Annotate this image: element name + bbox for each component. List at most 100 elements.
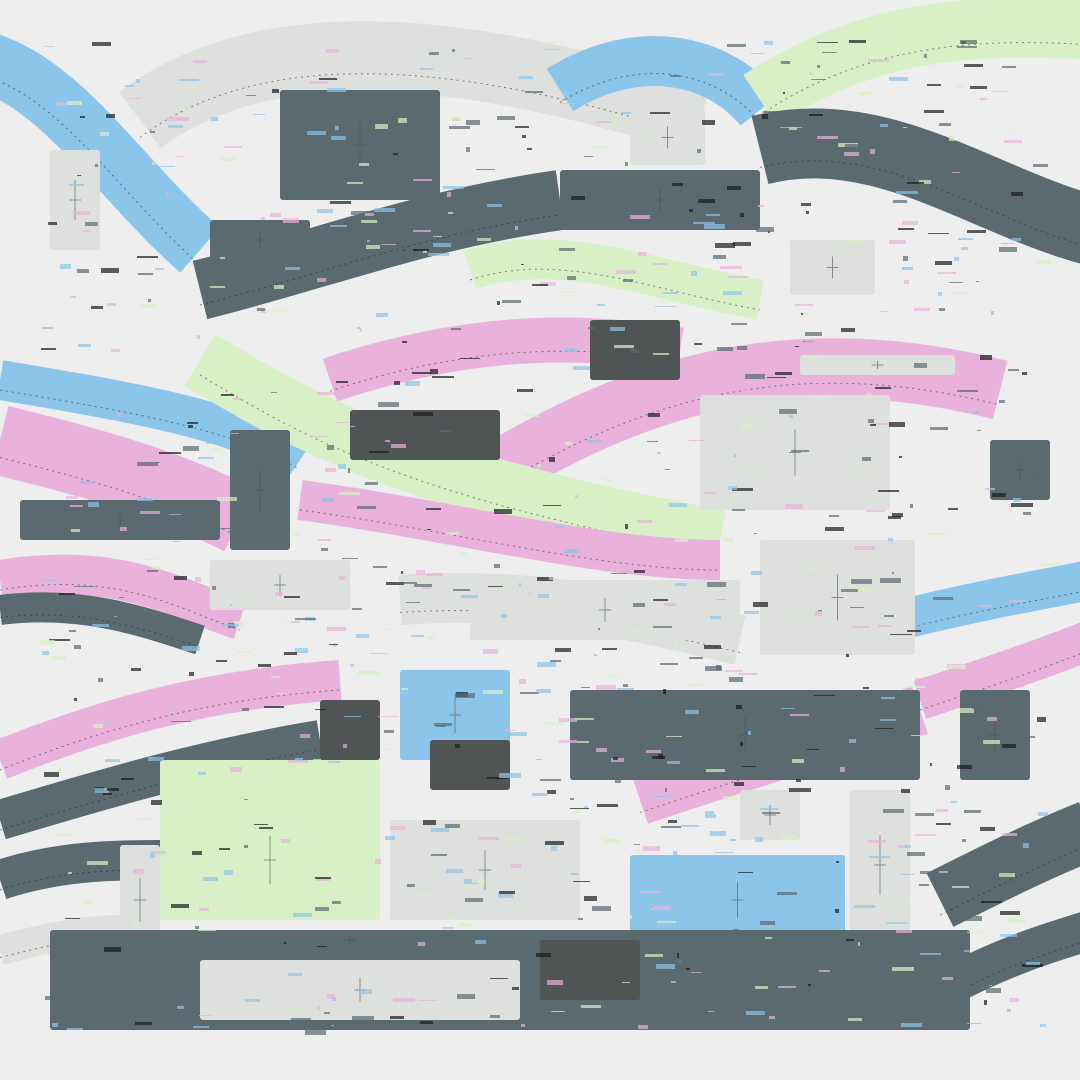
noise-speck <box>760 808 778 810</box>
noise-speck <box>150 131 155 133</box>
noise-speck <box>463 707 480 710</box>
noise-speck <box>898 845 906 848</box>
noise-speck <box>929 533 947 535</box>
noise-speck <box>962 916 982 921</box>
noise-speck <box>428 253 449 256</box>
noise-speck <box>502 300 521 303</box>
noise-speck <box>272 89 279 93</box>
noise-speck <box>647 441 658 442</box>
noise-speck <box>822 52 837 53</box>
noise-speck <box>543 505 561 506</box>
noise-speck <box>385 628 389 630</box>
noise-speck <box>545 722 566 725</box>
noise-speck <box>175 156 185 157</box>
noise-speck <box>748 823 750 824</box>
noise-speck <box>137 498 153 501</box>
noise-speck <box>841 328 855 332</box>
wave-band <box>751 108 1080 264</box>
noise-speck <box>875 728 894 729</box>
noise-speck <box>42 651 49 655</box>
noise-speck <box>747 745 754 750</box>
noise-speck <box>981 901 1002 903</box>
noise-speck <box>652 796 669 797</box>
noise-speck <box>536 953 551 957</box>
noise-speck <box>692 897 712 900</box>
noise-speck <box>777 892 797 895</box>
noise-speck <box>874 423 894 425</box>
noise-speck <box>322 498 334 502</box>
noise-speck <box>811 79 826 80</box>
noise-speck <box>848 1018 862 1021</box>
noise-speck <box>672 183 683 186</box>
noise-speck <box>716 239 718 240</box>
noise-speck <box>283 218 299 223</box>
noise-speck <box>271 392 277 393</box>
noise-speck <box>989 985 992 986</box>
noise-speck <box>430 369 438 374</box>
noise-speck <box>804 341 819 343</box>
noise-speck <box>673 851 677 856</box>
noise-speck <box>536 689 551 693</box>
noise-speck <box>581 687 590 688</box>
noise-speck <box>427 529 431 530</box>
noise-speck <box>809 73 813 75</box>
noise-speck <box>193 1026 209 1028</box>
noise-speck <box>755 837 763 842</box>
noise-speck <box>689 209 693 212</box>
noise-speck <box>845 144 865 147</box>
noise-speck <box>597 304 605 306</box>
noise-speck <box>92 616 99 617</box>
noise-speck <box>987 717 997 721</box>
noise-speck <box>1011 503 1033 507</box>
noise-speck <box>155 268 164 270</box>
noise-speck <box>606 676 622 677</box>
noise-speck <box>170 708 174 709</box>
noise-speck <box>307 131 326 135</box>
noise-speck <box>999 247 1017 252</box>
noise-speck <box>70 505 83 507</box>
noise-speck <box>653 353 669 355</box>
noise-speck <box>386 582 404 585</box>
noise-speck <box>40 952 48 954</box>
noise-speck <box>976 281 979 282</box>
noise-speck <box>729 493 732 494</box>
noise-speck <box>528 593 531 594</box>
noise-speck <box>422 587 431 589</box>
noise-speck <box>472 879 485 883</box>
noise-speck <box>734 454 736 457</box>
noise-speck <box>732 509 745 511</box>
noise-speck <box>69 184 84 186</box>
noise-speck <box>288 760 308 763</box>
noise-speck <box>762 114 768 119</box>
noise-speck <box>166 193 169 196</box>
noise-speck <box>630 349 639 353</box>
noise-speck <box>628 630 644 632</box>
noise-speck <box>52 1023 58 1027</box>
noise-speck <box>710 616 721 619</box>
noise-speck <box>44 46 54 47</box>
noise-speck <box>999 400 1005 403</box>
noise-speck <box>71 529 80 532</box>
noise-speck <box>447 532 459 535</box>
noise-speck <box>791 621 808 623</box>
noise-speck <box>551 846 557 851</box>
noise-speck <box>365 213 374 216</box>
noise-speck <box>91 306 103 309</box>
wave-band <box>0 720 324 840</box>
noise-speck <box>550 660 561 662</box>
noise-speck <box>160 516 177 518</box>
noise-speck <box>903 686 925 688</box>
noise-speck <box>136 79 140 83</box>
noise-speck <box>704 224 725 229</box>
noise-speck <box>707 582 726 587</box>
noise-speck <box>985 488 995 490</box>
noise-speck <box>756 227 774 232</box>
noise-speck <box>892 572 894 574</box>
noise-speck <box>420 1021 433 1024</box>
noise-speck <box>978 605 992 607</box>
noise-speck <box>249 599 252 603</box>
noise-speck <box>169 514 181 515</box>
noise-speck <box>967 230 986 233</box>
noise-speck <box>49 639 70 641</box>
noise-speck <box>653 263 667 265</box>
